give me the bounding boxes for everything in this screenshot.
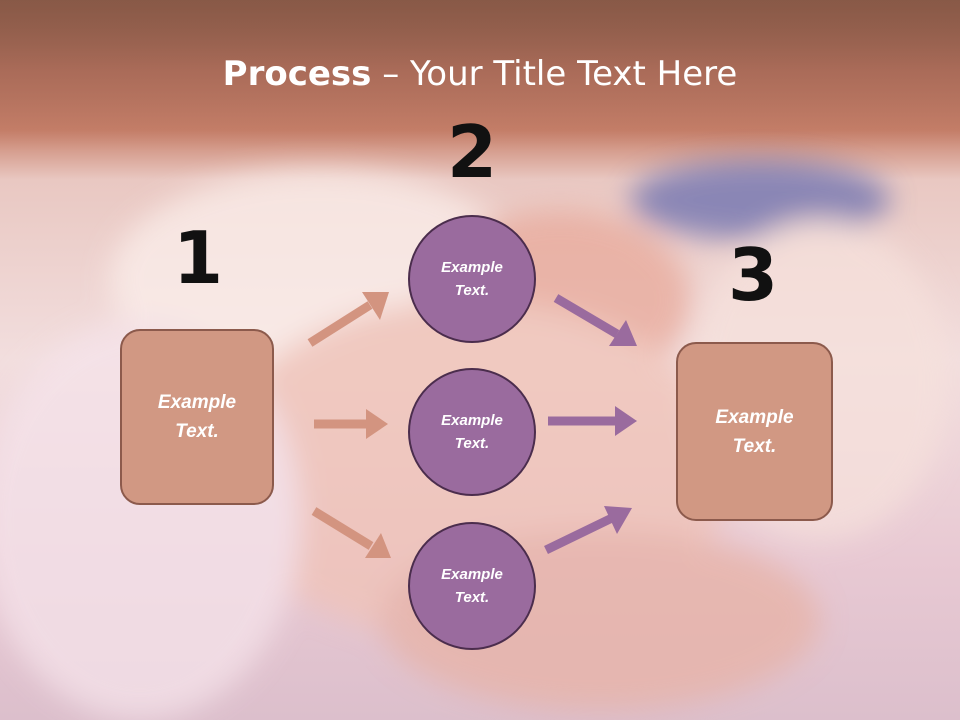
arrow-circle-1-to-right bbox=[553, 294, 620, 338]
arrowhead-icon bbox=[365, 533, 391, 558]
arrowhead-icon bbox=[604, 506, 632, 534]
circle-2-text: Example Text. bbox=[441, 412, 503, 452]
arrowhead-icon bbox=[609, 320, 637, 346]
circle-3-text: Example Text. bbox=[441, 566, 503, 606]
step-number-1: 1 bbox=[172, 216, 224, 300]
title-bold: Process bbox=[222, 54, 372, 94]
slide-title: Process – Your Title Text Here bbox=[0, 52, 960, 96]
step-number-3: 3 bbox=[727, 233, 779, 317]
title-dash: – bbox=[371, 54, 411, 94]
arrow-left-to-circle-3 bbox=[311, 507, 374, 550]
arrowhead-icon bbox=[362, 292, 389, 320]
right-box: Example Text. bbox=[676, 342, 833, 521]
title-rest: Your Title Text Here bbox=[410, 54, 738, 94]
circle-3: Example Text. bbox=[408, 522, 536, 650]
left-box: Example Text. bbox=[120, 329, 274, 505]
circle-1-text: Example Text. bbox=[441, 259, 503, 299]
circle-2: Example Text. bbox=[408, 368, 536, 496]
left-box-text: Example Text. bbox=[157, 392, 237, 442]
arrow-left-to-circle-1 bbox=[307, 301, 373, 347]
arrowhead-icon bbox=[615, 406, 637, 436]
right-box-text: Example Text. bbox=[715, 406, 794, 457]
arrow-circle-3-to-right bbox=[544, 513, 614, 555]
arrowhead-icon bbox=[366, 409, 388, 439]
circle-1: Example Text. bbox=[408, 215, 536, 343]
step-number-2: 2 bbox=[446, 110, 498, 194]
